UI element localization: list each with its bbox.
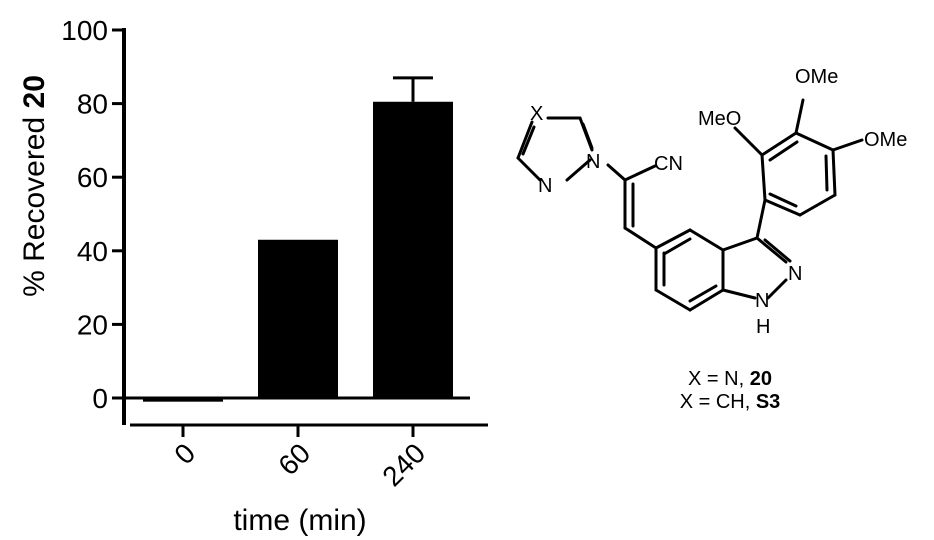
x-axis-title: time (min) <box>233 504 366 537</box>
y-tick-label: 80 <box>77 89 108 120</box>
y-tick-label: 100 <box>61 15 108 46</box>
y-tick-label: 60 <box>77 162 108 193</box>
y-axis-ticks: 0 20 40 60 80 100 <box>61 15 124 414</box>
y-axis-title: % Recovered 20 <box>18 75 51 297</box>
indazole-n-label: N <box>788 263 802 285</box>
methoxy-top-label: OMe <box>795 66 838 88</box>
x-tick-label-60: 60 <box>272 437 316 481</box>
y-tick-label: 0 <box>92 383 108 414</box>
indazole-h-label: H <box>756 316 770 338</box>
bar-240 <box>373 101 453 398</box>
x-tick-label-240: 240 <box>376 437 431 492</box>
indazole-nh-n-label: N <box>755 290 769 312</box>
triazole-n1-label: N <box>586 151 600 173</box>
bar-chart: 0 20 40 60 80 100 0 60 240 % Recovered 20 time … <box>18 15 488 537</box>
bar-0 <box>143 398 223 402</box>
methoxy-left-label: MeO <box>698 108 741 130</box>
bars <box>143 76 453 402</box>
methoxy-right-label: OMe <box>864 129 907 151</box>
triazole-n2-label: N <box>538 175 552 197</box>
compound-caption-line-2: X = CH, S3 <box>679 391 781 413</box>
cyano-label: CN <box>654 153 683 175</box>
x-tick-label-0: 0 <box>168 437 201 470</box>
y-tick-label: 20 <box>77 309 108 340</box>
bar-60 <box>258 239 338 398</box>
compound-caption-line-1: X = N, 20 <box>688 368 772 390</box>
atom-x-label: X <box>530 103 543 125</box>
x-axis-tick-labels: 0 60 240 <box>168 425 431 492</box>
chemical-structure: X N N CN OMe MeO OMe N N H <box>516 66 907 338</box>
y-tick-label: 40 <box>77 236 108 267</box>
